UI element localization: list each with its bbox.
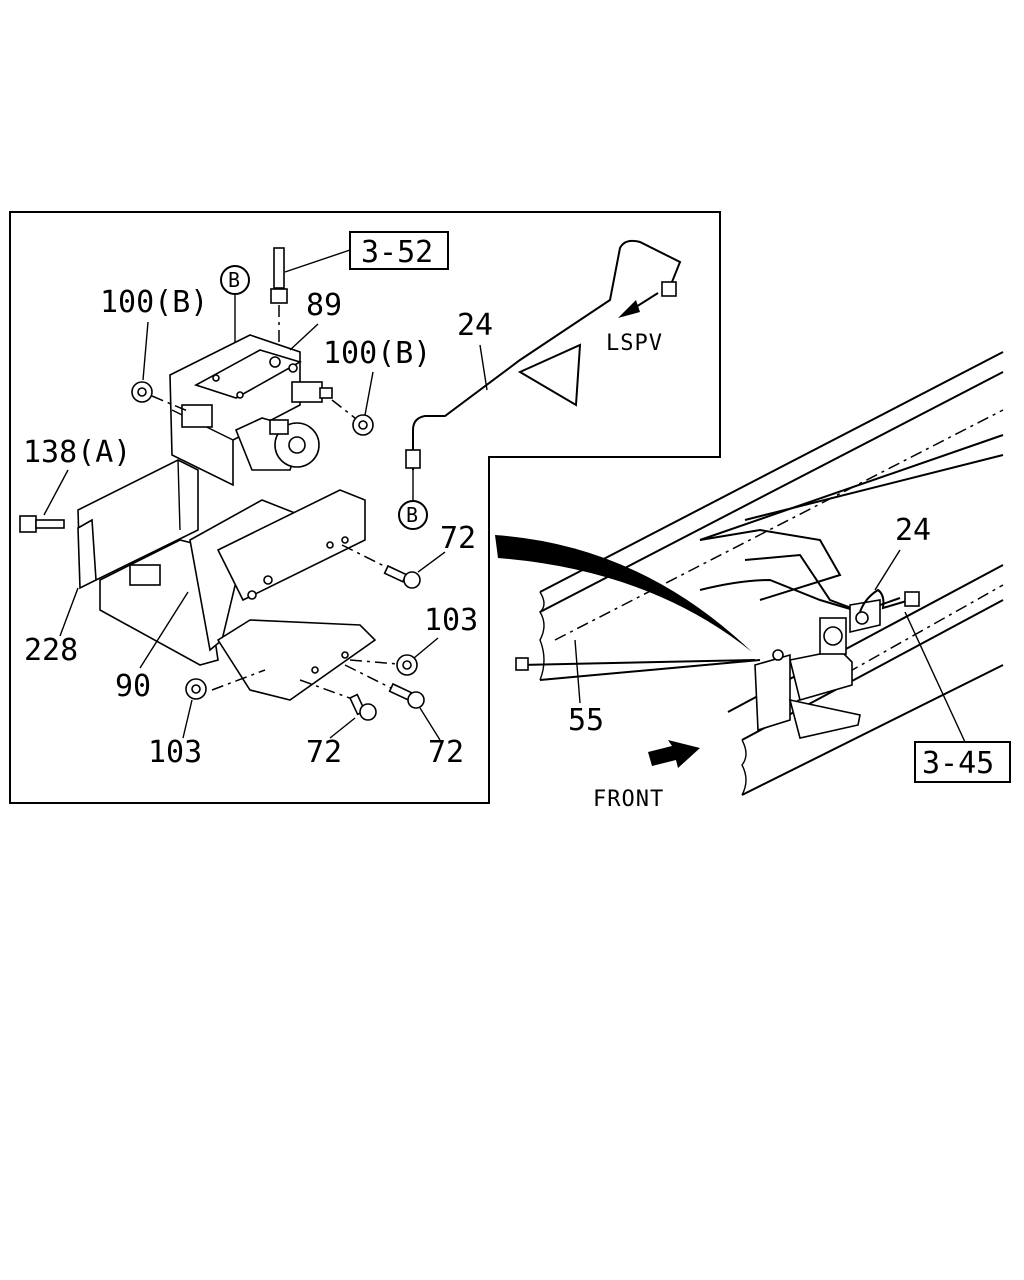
- callout-90: 90: [115, 669, 151, 704]
- bolt-138a[interactable]: [19, 515, 65, 533]
- callout-100b-right: 100(B): [323, 336, 431, 371]
- ref-box-3-45[interactable]: 3-45: [914, 741, 1011, 783]
- callout-72-right: 72: [428, 735, 464, 770]
- callout-55: 55: [568, 703, 604, 738]
- label-front: FRONT: [593, 787, 664, 812]
- detail-pointer: [495, 535, 752, 652]
- brake-pipe-24[interactable]: [405, 239, 682, 470]
- brake-pipe-24-vehicle[interactable]: [859, 588, 920, 613]
- nut-103-bottom[interactable]: [185, 669, 266, 700]
- inset-frame: [9, 211, 721, 804]
- callout-228: 228: [24, 633, 78, 668]
- svg-text:B: B: [228, 268, 240, 292]
- bracket-90[interactable]: [99, 489, 377, 701]
- nut-100b-left[interactable]: [131, 381, 191, 413]
- nut-103-right[interactable]: [349, 654, 418, 676]
- lspv-arrow: [618, 292, 659, 318]
- bracket-228[interactable]: [77, 459, 199, 590]
- front-arrow: [648, 740, 700, 768]
- vehicle-frame: [539, 351, 1004, 796]
- bolt-72-mid[interactable]: [299, 679, 377, 721]
- ref-box-3-52[interactable]: 3-52: [349, 231, 449, 270]
- callout-103-right: 103: [424, 603, 478, 638]
- bolt-72-right[interactable]: [344, 664, 425, 709]
- vehicle-abs-module[interactable]: [754, 599, 881, 739]
- callout-72-top: 72: [440, 521, 476, 556]
- callout-72-mid: 72: [306, 735, 342, 770]
- nut-100b-right[interactable]: [331, 399, 374, 436]
- brake-pipe-55[interactable]: [515, 657, 756, 671]
- hydraulic-unit[interactable]: [169, 334, 333, 487]
- label-lspv: LSPV: [606, 331, 663, 356]
- callout-103-bottom: 103: [148, 735, 202, 770]
- ref-label-3-52: 3-52: [361, 235, 433, 270]
- callout-89: 89: [306, 288, 342, 323]
- callout-24-vehicle: 24: [895, 513, 931, 548]
- callout-138a: 138(A): [23, 435, 131, 470]
- callout-24-inset: 24: [457, 308, 493, 343]
- circle-marker-b-lower: B: [398, 470, 428, 530]
- svg-text:B: B: [406, 503, 418, 527]
- callout-100b-left: 100(B): [100, 285, 208, 320]
- bolt-72-top[interactable]: [341, 544, 421, 589]
- ref-label-3-45: 3-45: [922, 746, 994, 781]
